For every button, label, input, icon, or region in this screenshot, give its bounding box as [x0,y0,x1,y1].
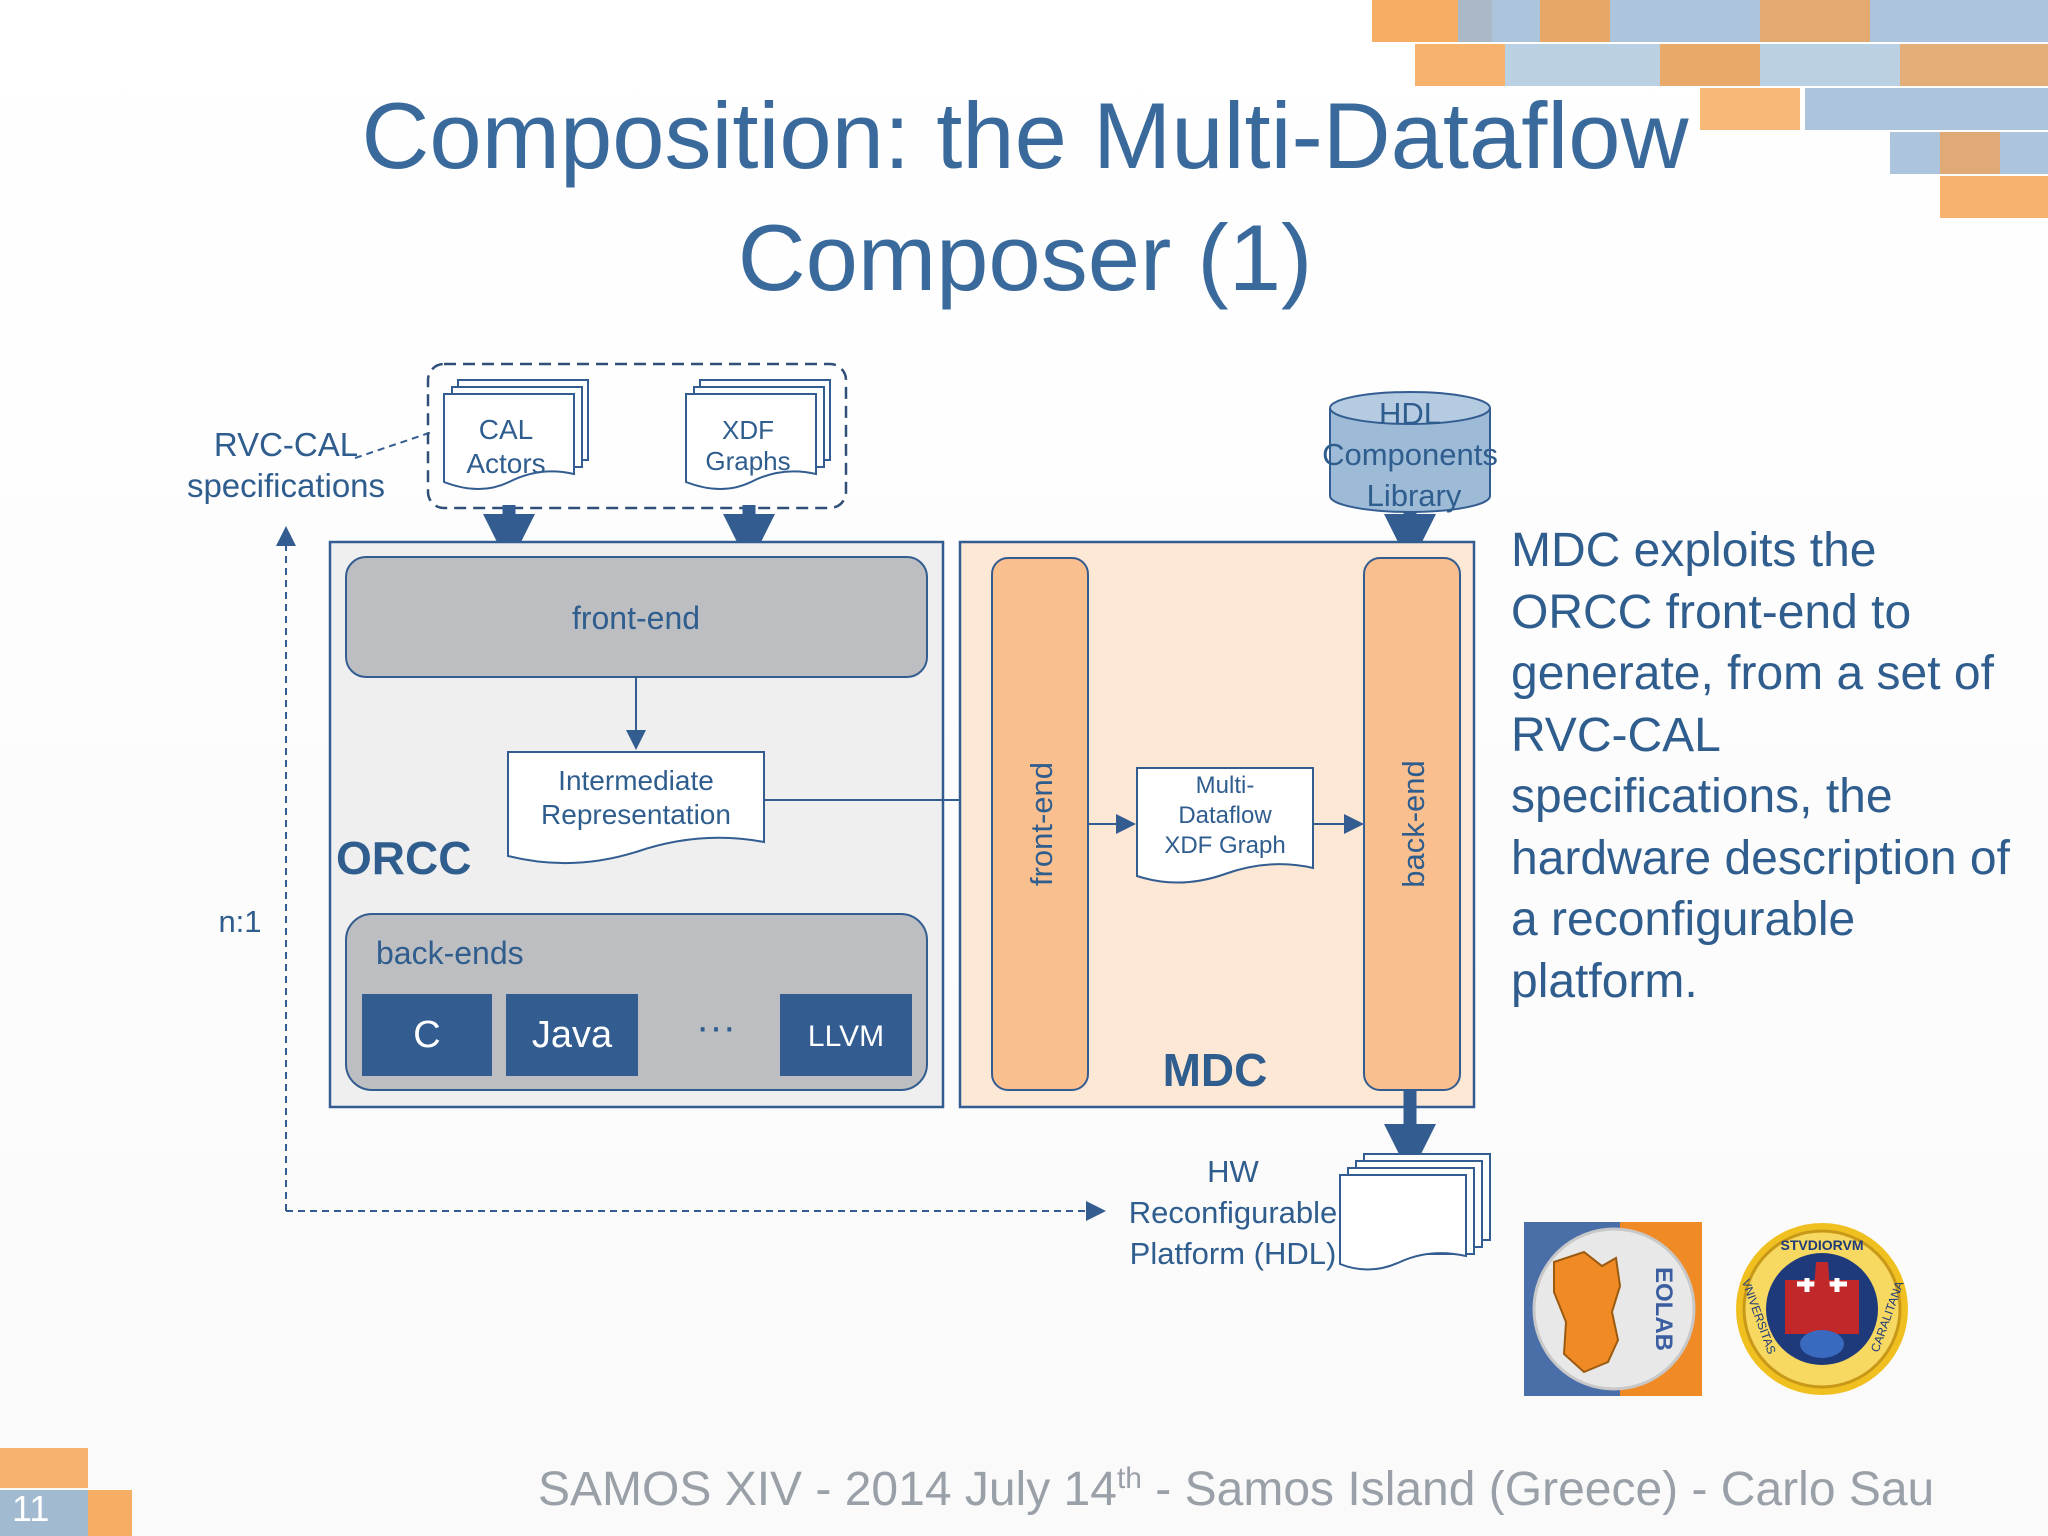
mdf-line2: Dataflow [1178,802,1272,829]
footer-post: - Samos Island (Greece) - Carlo Sau [1141,1463,1935,1516]
title-line-2: Composer (1) [737,205,1313,310]
n1-label: n:1 [218,904,261,939]
backend-java-box [506,994,638,1076]
slide-footer: SAMOS XIV - 2014 July 14th - Samos Islan… [538,1462,1934,1517]
backend-c-label: C [413,1014,440,1056]
hdl-library-line2: Components [1322,437,1498,472]
backends-label: back-ends [376,935,524,971]
mdc-label: MDC [1163,1044,1268,1096]
eolab-logo-text: EOLAB [1650,1267,1677,1351]
xdf-graphs-line2: Graphs [705,446,790,476]
hdl-library-line3: Library [1367,478,1462,513]
rvc-cal-label-line1: RVC-CAL [214,426,358,463]
hw-platform-document-icon [1339,1153,1491,1271]
mdc-frontend-label: front-end [1024,762,1059,886]
rvc-cal-connector [354,431,433,459]
hdl-library-line1: HDL [1379,396,1441,431]
footer-pre: SAMOS XIV - 2014 July 14 [538,1463,1117,1516]
backend-dots: ··· [696,1005,736,1049]
mdf-line3: XDF Graph [1164,832,1285,859]
hw-line2: Reconfigurable [1129,1195,1338,1230]
cal-actors-line2: Actors [466,448,545,479]
backend-c-box [362,994,492,1076]
orcc-label: ORCC [336,832,471,884]
university-seal-logo: STVDIORVM VNIVERSITAS CARALITANA [1736,1223,1908,1395]
backend-llvm-box [780,994,912,1076]
specifications-group [426,362,848,510]
multi-dataflow-document [1136,767,1314,884]
ir-line1: Intermediate [558,765,714,796]
ir-document [507,751,765,865]
page-number: 11 [12,1488,50,1529]
xdf-graphs-line1: XDF [722,415,774,445]
mdc-description: MDC exploits the ORCC front-end to gener… [1511,524,2010,1008]
slide-title: Composition: the Multi-Dataflow Composer… [180,75,1870,319]
footer-sup: th [1116,1462,1142,1495]
cal-actors-line1: CAL [479,414,533,445]
ir-line2: Representation [541,799,731,830]
hw-line1: HW [1207,1154,1259,1189]
title-line-1: Composition: the Multi-Dataflow [361,83,1689,188]
mdf-line1: Multi- [1196,772,1255,799]
seal-text-top: STVDIORVM [1781,1237,1864,1253]
orcc-frontend-label: front-end [572,600,700,636]
backend-java-label: Java [532,1014,613,1056]
eolab-logo: EOLAB [1524,1222,1702,1396]
rvc-cal-label-line2: specifications [187,467,385,504]
hw-line3: Platform (HDL) [1130,1236,1337,1271]
xdf-graphs-document-icon: XDF Graphs [685,379,831,490]
hdl-library-database-icon: HDL Components Library [1322,391,1498,513]
mdc-backend-label: back-end [1396,760,1431,888]
backend-llvm-label: LLVM [808,1020,884,1053]
cal-actors-document-icon: CAL Actors [443,379,589,490]
